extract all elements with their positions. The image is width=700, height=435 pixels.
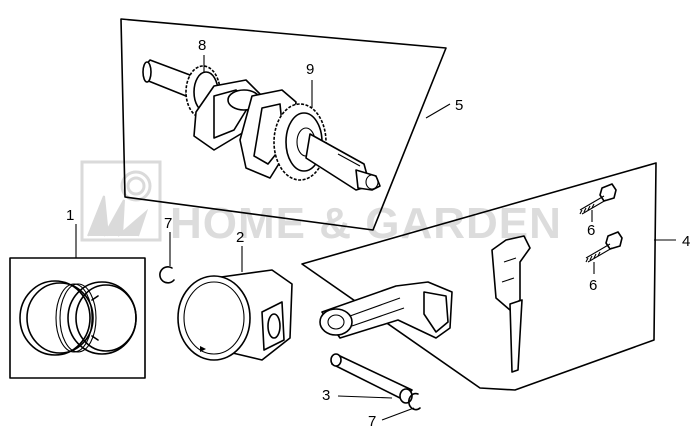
connecting-rod-bolt-icon <box>585 231 623 263</box>
connecting-rod-icon <box>319 281 453 339</box>
piston-rings-icon <box>9 257 146 379</box>
callout-6-lower: 6 <box>589 277 597 294</box>
callout-7-upper: 7 <box>164 215 172 232</box>
rod-cap-icon <box>491 235 531 373</box>
callouts: 8 9 5 1 7 2 6 6 4 3 7 <box>66 37 690 430</box>
crankshaft-icon <box>142 59 381 191</box>
circlip-icon <box>408 392 421 411</box>
crankshaft-frame <box>120 18 447 231</box>
callout-5: 5 <box>455 97 463 114</box>
callout-1: 1 <box>66 207 74 224</box>
callout-3: 3 <box>322 387 330 404</box>
watermark: HOME & GARDEN <box>80 160 562 248</box>
callout-2: 2 <box>236 229 244 246</box>
callout-6-upper: 6 <box>587 222 595 239</box>
connecting-rod-bolt-icon <box>579 183 617 215</box>
connecting-rod-frame <box>301 162 657 391</box>
circlip-icon <box>159 266 175 284</box>
piston-icon <box>177 269 293 361</box>
grass-sun-logo-icon <box>80 160 162 242</box>
callout-7-lower: 7 <box>368 413 376 430</box>
callout-9: 9 <box>306 61 314 78</box>
callout-4: 4 <box>682 233 690 250</box>
watermark-text: HOME & GARDEN <box>170 199 562 248</box>
leader-lines <box>75 55 676 421</box>
callout-8: 8 <box>198 37 206 54</box>
